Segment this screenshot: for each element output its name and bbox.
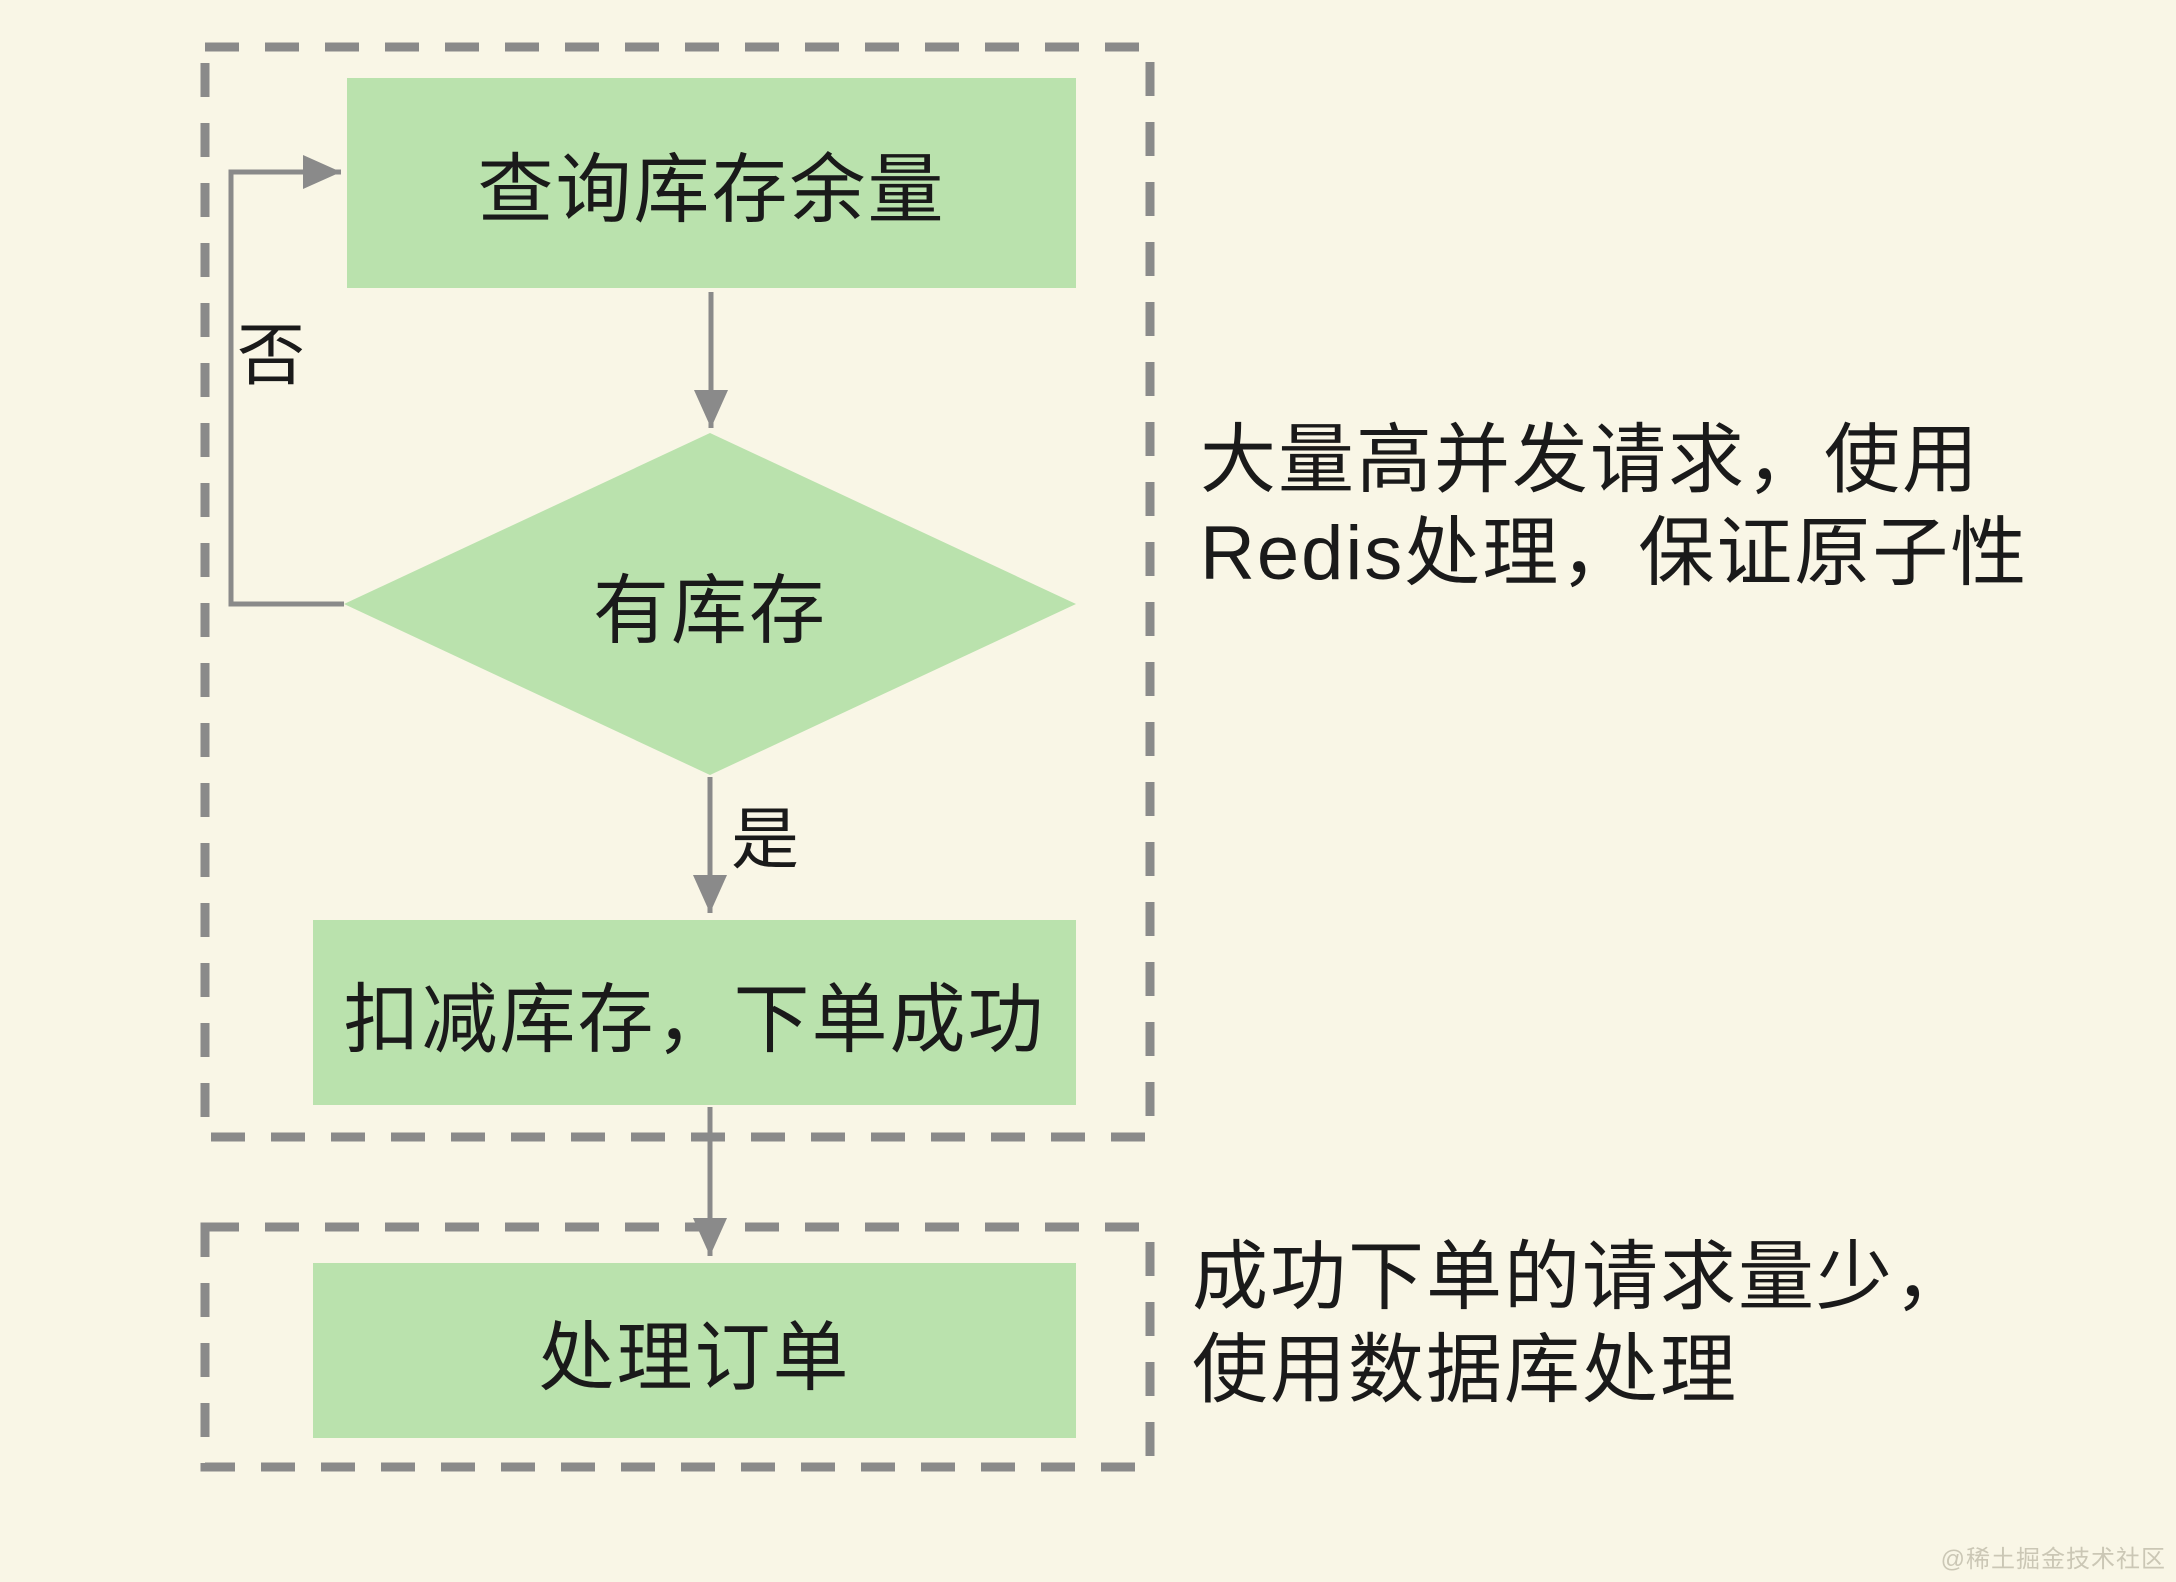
node-deduct-stock: 扣减库存，下单成功 xyxy=(313,920,1076,1105)
node-query-stock: 查询库存余量 xyxy=(347,78,1076,288)
node-process-order: 处理订单 xyxy=(313,1263,1076,1438)
node-query-stock-label: 查询库存余量 xyxy=(477,148,946,233)
decision-has-stock-label: 有库存 xyxy=(593,569,827,654)
node-process-order-label: 处理订单 xyxy=(538,1315,851,1401)
decision-has-stock: 有库存 xyxy=(344,433,1076,775)
annotation-redis-line2: Redis处理，保证原子性 xyxy=(1200,511,2029,596)
annotation-db-line2: 使用数据库处理 xyxy=(1192,1328,1738,1413)
branch-label-no: 否 xyxy=(236,317,305,394)
loop-no-connector xyxy=(228,155,344,607)
annotation-db-phase: 成功下单的请求量少， 使用数据库处理 xyxy=(1192,1231,1972,1417)
dashed-container-db-phase xyxy=(200,1222,1155,1472)
node-deduct-stock-label: 扣减库存，下单成功 xyxy=(343,977,1046,1063)
branch-label-yes: 是 xyxy=(730,801,799,878)
decision-diamond-shape xyxy=(344,433,1076,775)
watermark-text: @稀土掘金技术社区 xyxy=(1940,1546,2166,1573)
annotation-redis-line1: 大量高并发请求，使用 xyxy=(1200,418,1980,503)
annotation-redis-phase: 大量高并发请求，使用 Redis处理，保证原子性 xyxy=(1200,414,2028,600)
annotation-db-line1: 成功下单的请求量少， xyxy=(1192,1235,1972,1320)
